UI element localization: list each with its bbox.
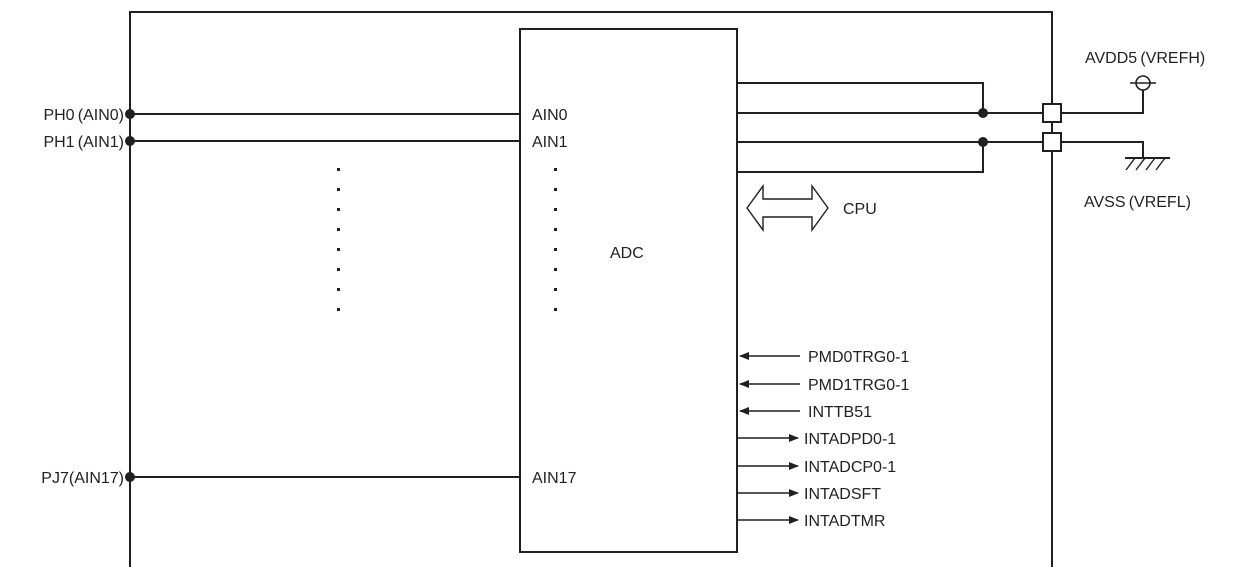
signal-label: PMD1TRG0-1: [808, 377, 909, 394]
signal-inttb51: INTTB51: [739, 404, 872, 421]
ground-icon: [1061, 141, 1170, 171]
signal-intadpd: INTADPD0-1: [738, 431, 896, 448]
cpu-bus-arrow-icon: [746, 183, 829, 233]
signal-label: INTADCP0-1: [804, 459, 896, 476]
adc-block: [519, 28, 738, 553]
cpu-label: CPU: [843, 201, 877, 218]
ellipsis-dots-left: [337, 168, 340, 311]
signal-label: INTADTMR: [804, 513, 885, 530]
signal-pmd0trg: PMD0TRG0-1: [739, 349, 909, 366]
input-ain0: PH0 (AIN0) AIN0: [43, 107, 567, 124]
mcu-boundary: [129, 11, 1053, 567]
ellipsis-dots-inside: [554, 168, 557, 311]
avdd-supply-symbol: [1061, 75, 1156, 114]
channel-label-ain17: AIN17: [532, 470, 577, 487]
channel-label-ain1: AIN1: [532, 134, 568, 151]
input-ain1: PH1 (AIN1) AIN1: [43, 134, 567, 151]
signal-pmd1trg: PMD1TRG0-1: [739, 377, 909, 394]
avss-pin-pad: [1042, 132, 1062, 152]
signal-label: INTTB51: [808, 404, 872, 421]
signal-label: PMD0TRG0-1: [808, 349, 909, 366]
adc-label: ADC: [610, 245, 644, 262]
signal-intadcp: INTADCP0-1: [738, 459, 896, 476]
pin-label-ph1: PH1 (AIN1): [43, 134, 124, 151]
signal-label: INTADPD0-1: [804, 431, 896, 448]
avdd-label: AVDD5 (VREFH): [1085, 50, 1205, 67]
pin-label-pj7: PJ7(AIN17): [41, 470, 124, 487]
signal-label: INTADSFT: [804, 486, 881, 503]
signal-intadsft: INTADSFT: [738, 486, 881, 503]
avdd-pin-pad: [1042, 103, 1062, 123]
pin-label-ph0: PH0 (AIN0): [43, 107, 124, 124]
input-ain17: PJ7(AIN17) AIN17: [41, 470, 576, 487]
reference-wiring: [737, 82, 1043, 173]
channel-label-ain0: AIN0: [532, 107, 568, 124]
signal-intadtmr: INTADTMR: [738, 513, 885, 530]
avss-label: AVSS (VREFL): [1084, 194, 1191, 211]
